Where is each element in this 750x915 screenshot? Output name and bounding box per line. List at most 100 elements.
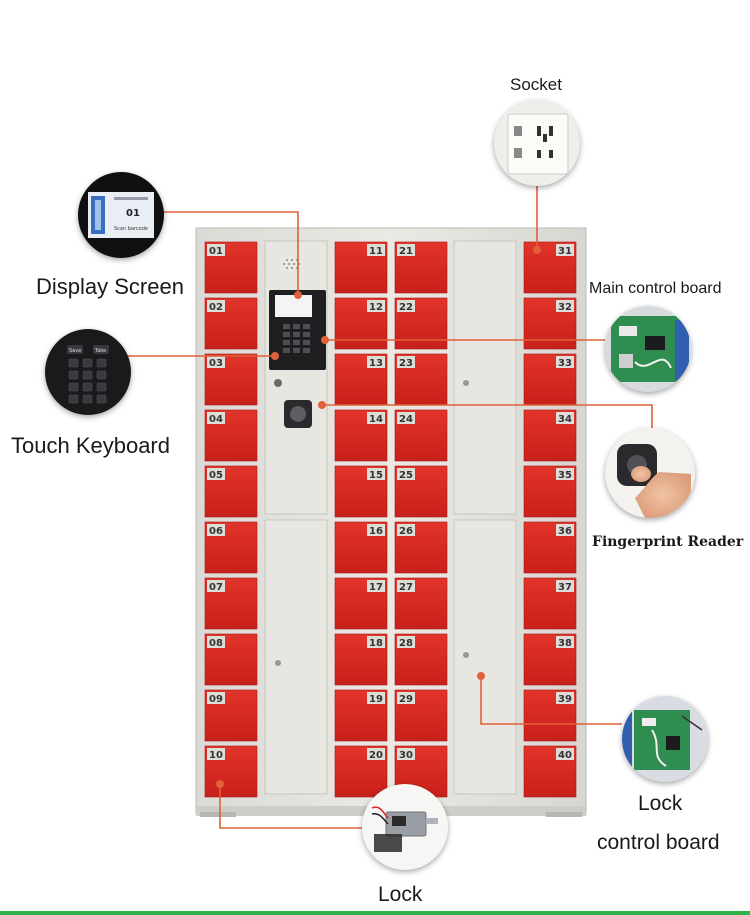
locker-number-tag	[556, 636, 574, 648]
locker-number-tag	[207, 468, 225, 480]
locker-number-tag	[397, 636, 415, 648]
locker-number-label: 08	[209, 638, 223, 649]
locker-number-label: 05	[209, 470, 223, 481]
callout-fingerprint-reader	[322, 404, 653, 428]
control-panel-door-upper	[264, 240, 328, 515]
locker-number-tag	[207, 748, 225, 760]
locker-number-label: 18	[369, 638, 383, 649]
screen-digits: 01	[126, 208, 140, 219]
locker-number-tag	[207, 244, 225, 256]
locker-number-label: 22	[399, 302, 413, 313]
bottom-divider	[0, 911, 750, 915]
locker-door-06	[204, 521, 258, 574]
locker-number-tag	[556, 748, 574, 760]
locker-number-tag	[207, 300, 225, 312]
locker-number-tag	[397, 244, 415, 256]
locker-number-tag	[207, 636, 225, 648]
locker-number-tag	[556, 580, 574, 592]
locker-number-label: 34	[558, 414, 572, 425]
locker-number-tag	[397, 468, 415, 480]
locker-number-label: 31	[558, 246, 572, 257]
cabinet-foot-right	[546, 812, 582, 817]
terminal-screen	[275, 295, 312, 317]
locker-number-tag	[367, 580, 385, 592]
locker-number-tag	[397, 748, 415, 760]
locker-number-label: 29	[399, 694, 413, 705]
label-lock-control-board-line1: Lock	[638, 792, 683, 815]
locker-number-label: 26	[399, 526, 413, 537]
storage-door-lower-left	[264, 519, 328, 795]
locker-number-label: 07	[209, 582, 223, 593]
locker-number-tag	[367, 300, 385, 312]
display-screen-photo: 01 Scan barcode	[78, 172, 164, 258]
locker-number-label: 30	[399, 750, 413, 761]
label-main-control-board: Main control board	[589, 280, 722, 297]
locker-door-15	[334, 465, 388, 518]
label-lock-control-board-line2: control board	[597, 831, 720, 854]
lock-control-board-photo	[622, 696, 708, 782]
terminal-keypad	[283, 324, 310, 353]
locker-number-tag	[397, 524, 415, 536]
locker-number-label: 25	[399, 470, 413, 481]
callout-lines	[128, 186, 653, 829]
locker-number-tag	[397, 300, 415, 312]
door-keyhole	[275, 660, 281, 666]
locker-number-label: 06	[209, 526, 223, 537]
locker-number-tag	[556, 468, 574, 480]
locker-number-tag	[556, 244, 574, 256]
locker-number-tag	[207, 412, 225, 424]
door-keyhole	[463, 380, 469, 386]
cabinet-body	[195, 227, 587, 815]
main-control-board-photo	[605, 306, 691, 392]
label-socket: Socket	[510, 75, 562, 94]
locker-number-label: 04	[209, 414, 223, 425]
keypad-take-key: Take	[94, 348, 106, 354]
locker-number-tag	[367, 748, 385, 760]
locker-number-tag	[367, 412, 385, 424]
locker-number-tag	[367, 524, 385, 536]
screen-line: Scan barcode	[114, 226, 148, 232]
locker-number-tag	[367, 356, 385, 368]
locker-number-tag	[556, 412, 574, 424]
cabinet-foot-left	[200, 812, 236, 817]
locker-number-tag	[397, 580, 415, 592]
locker-number-label: 33	[558, 358, 572, 369]
callout-lock	[219, 784, 366, 829]
locker-number-label: 09	[209, 694, 223, 705]
locker-number-label: 39	[558, 694, 572, 705]
locker-number-tag	[397, 412, 415, 424]
locker-number-label: 40	[558, 750, 572, 761]
locker-number-tag	[207, 692, 225, 704]
locker-number-label: 17	[369, 582, 383, 593]
fingerprint-sensor	[290, 406, 306, 422]
socket-photo	[494, 100, 580, 186]
locker-number-tag	[397, 356, 415, 368]
locker-number-tag	[556, 692, 574, 704]
locker-number-tag	[367, 468, 385, 480]
storage-door-upper-right	[453, 240, 517, 515]
locker-number-tag	[207, 580, 225, 592]
locker-number-label: 16	[369, 526, 383, 537]
label-lock: Lock	[378, 883, 423, 906]
door-keyhole	[463, 652, 469, 658]
locker-number-tag	[367, 636, 385, 648]
fingerprint-reader-photo	[605, 428, 695, 518]
locker-number-label: 10	[209, 750, 223, 761]
locker-number-label: 36	[558, 526, 572, 537]
locker-number-label: 02	[209, 302, 223, 313]
touch-keyboard-photo: Save Take	[45, 329, 131, 415]
locker-number-tag	[367, 244, 385, 256]
locker-number-tag	[556, 356, 574, 368]
locker-number-label: 11	[369, 246, 383, 257]
locker-door-11	[334, 241, 388, 294]
callout-lock-control-board	[480, 676, 622, 725]
locker-number-label: 01	[209, 246, 223, 257]
locker-number-label: 35	[558, 470, 572, 481]
locker-number-tag	[397, 692, 415, 704]
locker-number-label: 21	[399, 246, 413, 257]
label-display-screen: Display Screen	[36, 274, 184, 299]
locker-number-label: 14	[369, 414, 383, 425]
locker-number-tag	[556, 300, 574, 312]
callout-display-screen	[161, 211, 299, 295]
